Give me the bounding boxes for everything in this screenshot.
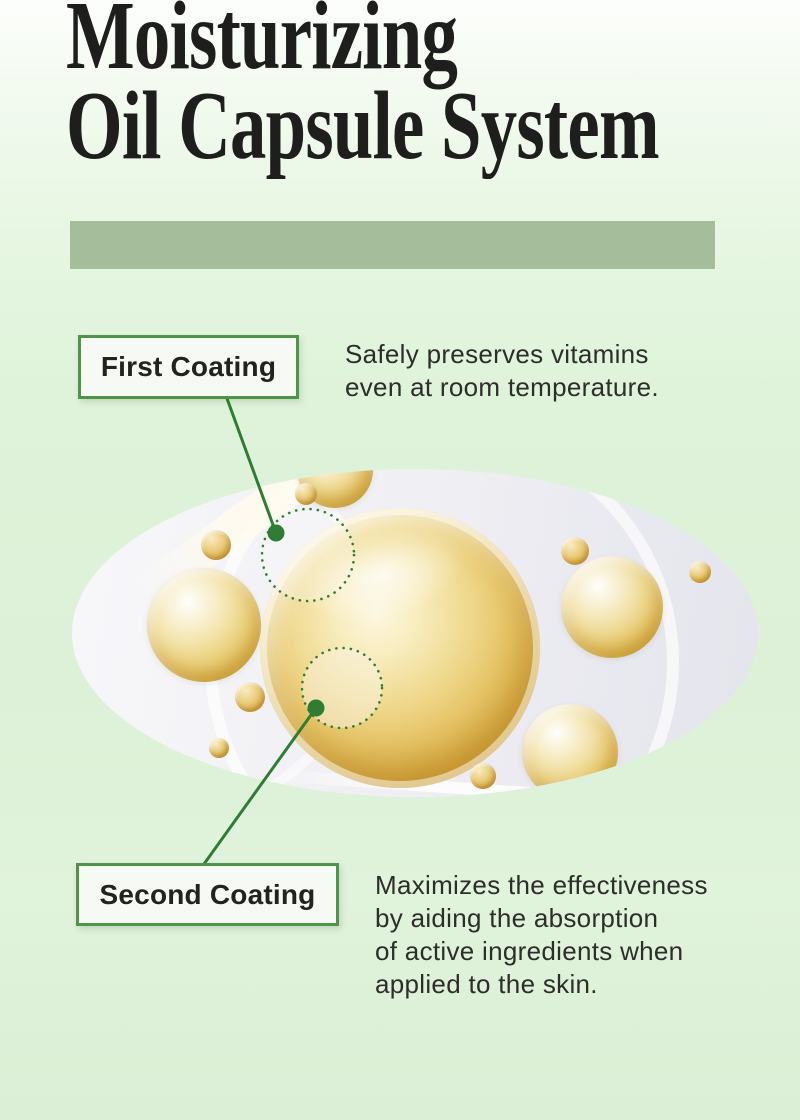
first-coating-connector-line (223, 392, 278, 534)
second-coating-connector-line (202, 707, 318, 865)
oil-capsule-bottom-right (522, 704, 618, 797)
page-title: Moisturizing Oil Capsule System (66, 0, 660, 179)
page-title-line2: Oil Capsule System (66, 72, 660, 179)
oil-droplet (470, 763, 496, 789)
title-highlight-bar (70, 221, 715, 269)
second-coating-connector-dot (307, 699, 325, 717)
oil-droplet (235, 682, 265, 712)
second-coating-label: Second Coating (99, 878, 316, 910)
first-coating-connector-dot (267, 524, 285, 542)
first-coating-dotted-circle-marker (260, 507, 356, 603)
first-coating-label: First Coating (100, 351, 277, 382)
oil-capsule-photo (72, 469, 758, 797)
oil-droplet (689, 561, 711, 583)
first-coating-label-box: First Coating (78, 335, 299, 399)
oil-capsule-right (561, 556, 663, 658)
oil-droplet (209, 738, 229, 758)
page-title-line1: Moisturizing (66, 0, 458, 89)
oil-droplet (295, 483, 317, 505)
second-coating-description: Maximizes the effectiveness by aiding th… (375, 870, 708, 999)
second-coating-label-box: Second Coating (76, 863, 339, 926)
oil-droplet (201, 530, 231, 560)
oil-capsule-large (260, 508, 540, 788)
oil-capsule-left (147, 568, 261, 682)
first-coating-description: Safely preserves vitamins even at room t… (345, 339, 659, 402)
oil-droplet (561, 537, 589, 565)
